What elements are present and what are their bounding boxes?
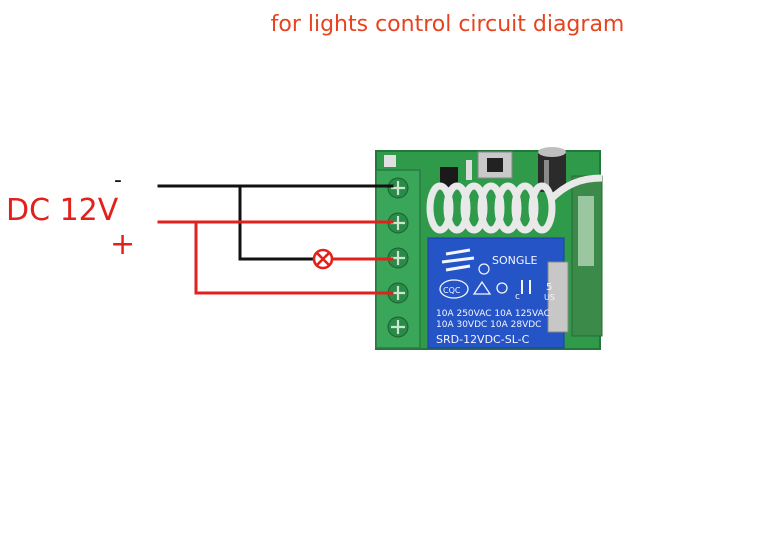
negative-branch-wire xyxy=(238,184,314,261)
terminal-block xyxy=(375,169,421,349)
relay-model: SRD-12VDC-SL-C xyxy=(436,333,530,346)
ul-mark-icon xyxy=(521,280,531,294)
songle-logo-icon xyxy=(441,248,475,272)
lamp-icon xyxy=(312,248,334,270)
relay-brand: SONGLE xyxy=(492,254,538,267)
terminal-screw-4 xyxy=(387,282,409,304)
terminal-screw-1 xyxy=(387,177,409,199)
relay-pin-side xyxy=(547,261,569,333)
relay-mark-us: US xyxy=(544,293,555,302)
chip-component xyxy=(440,167,458,187)
relay-mark-c: c xyxy=(515,292,520,302)
registered-mark-icon xyxy=(478,263,490,275)
receiver-chip xyxy=(578,196,594,266)
relay: SONGLE CQC c 5 US 10A 250VAC 10A 125VAC … xyxy=(427,237,569,349)
relay-mark-number: 5 xyxy=(546,282,552,293)
relay-rating-line-2: 10A 30VDC 10A 28VDC xyxy=(436,320,541,330)
power-label: DC 12V xyxy=(6,193,119,228)
antenna-coil xyxy=(426,174,603,234)
relay-rating-line-1: 10A 250VAC 10A 125VAC xyxy=(436,309,550,319)
positive-symbol: + xyxy=(110,227,136,262)
negative-symbol: - xyxy=(114,168,122,193)
cqc-mark-icon xyxy=(439,279,469,299)
push-button xyxy=(477,151,513,179)
cqc-label: CQC xyxy=(443,286,461,295)
capacitor xyxy=(538,147,566,192)
led-component xyxy=(384,155,396,167)
circle-mark-icon xyxy=(496,282,508,294)
diagram-title: for lights control circuit diagram xyxy=(270,12,625,37)
triangle-mark-icon xyxy=(472,280,492,295)
resistor-component xyxy=(466,160,472,180)
terminal-screw-5 xyxy=(387,316,409,338)
positive-branch-wire xyxy=(194,220,394,295)
